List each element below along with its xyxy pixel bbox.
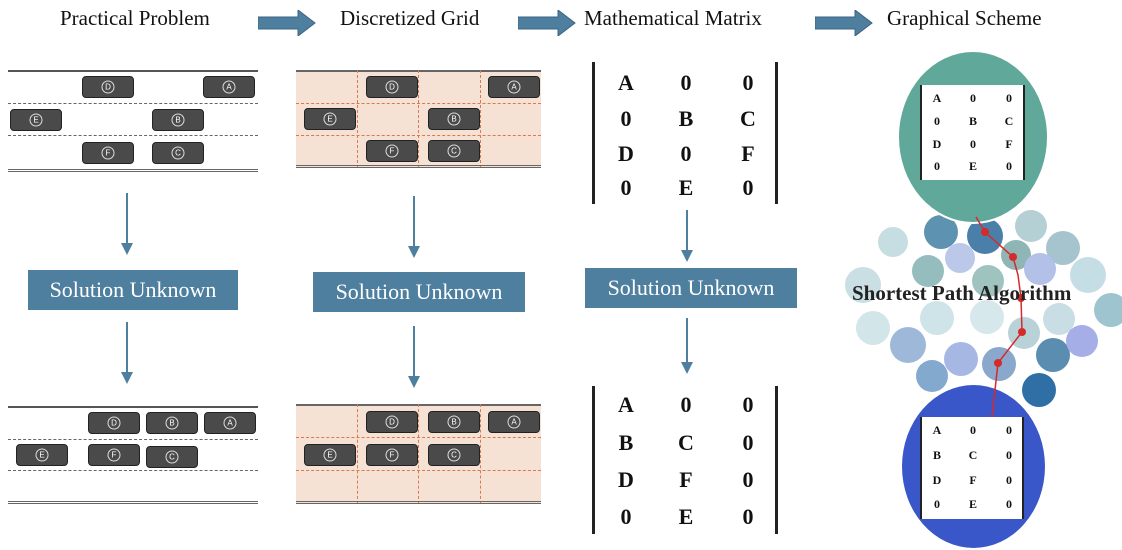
vehicle-e: E	[304, 108, 356, 130]
state-node	[1070, 257, 1106, 293]
solution-unknown-box: Solution Unknown	[313, 272, 525, 312]
practical-road-initial: D A E B F C	[8, 70, 258, 174]
matrix-solved: A 0 0 B C 0 D F 0 0 E 0	[592, 386, 778, 534]
down-arrow-icon	[681, 210, 693, 262]
state-node	[890, 327, 926, 363]
vehicle-a: A	[488, 76, 540, 98]
start-state-matrix: A 0 0 0 B C D 0 F 0 E 0	[920, 85, 1025, 180]
state-node	[1022, 373, 1056, 407]
state-node	[945, 243, 975, 273]
state-node	[970, 300, 1004, 334]
right-arrow-icon	[258, 10, 316, 36]
state-node	[920, 301, 954, 335]
vehicle-d: D	[82, 76, 134, 98]
state-node	[878, 227, 908, 257]
state-node	[856, 311, 890, 345]
state-node	[1066, 325, 1098, 357]
vehicle-b: B	[428, 108, 480, 130]
vehicle-a: A	[488, 411, 540, 433]
vehicle-f: F	[366, 444, 418, 466]
vehicle-b: B	[146, 412, 198, 434]
state-node	[912, 255, 944, 287]
vehicle-b: B	[428, 411, 480, 433]
vehicle-e: E	[304, 444, 356, 466]
state-node	[916, 360, 948, 392]
state-node	[845, 267, 881, 303]
down-arrow-icon	[121, 193, 133, 255]
vehicle-b: B	[152, 109, 204, 131]
vehicle-f: F	[88, 444, 140, 466]
step-mathematical-matrix-title: Mathematical Matrix	[584, 6, 762, 30]
step-practical-problem-title: Practical Problem	[60, 6, 210, 30]
vehicle-c: C	[146, 446, 198, 468]
vehicle-d: D	[88, 412, 140, 434]
solution-unknown-box: Solution Unknown	[585, 268, 797, 308]
right-arrow-icon	[518, 10, 576, 36]
down-arrow-icon	[408, 196, 420, 258]
vehicle-d: D	[366, 76, 418, 98]
step-discretized-grid-title: Discretized Grid	[340, 6, 480, 30]
vehicle-f: F	[366, 140, 418, 162]
right-arrow-icon	[815, 10, 873, 36]
state-node	[1024, 253, 1056, 285]
state-node	[1036, 338, 1070, 372]
vehicle-a: A	[203, 76, 255, 98]
goal-state-matrix: A 0 0 B C 0 D F 0 0 E 0	[920, 417, 1024, 519]
vehicle-e: E	[16, 444, 68, 466]
vehicle-f: F	[82, 142, 134, 164]
vehicle-a: A	[204, 412, 256, 434]
graphical-scheme: A 0 0 0 B C D 0 F 0 E 0 A 0 0 B C 0 D F …	[840, 50, 1122, 550]
discretized-grid-solved: D B A E F C	[296, 404, 541, 504]
vehicle-c: C	[428, 444, 480, 466]
state-node	[1015, 210, 1047, 242]
down-arrow-icon	[681, 318, 693, 374]
shortest-path-line	[975, 216, 1026, 418]
state-node	[972, 265, 1004, 297]
vehicle-c: C	[152, 142, 204, 164]
down-arrow-icon	[408, 326, 420, 388]
down-arrow-icon	[121, 322, 133, 384]
state-node	[944, 342, 978, 376]
solution-unknown-box: Solution Unknown	[28, 270, 238, 310]
practical-road-solved: D B A E F C	[8, 406, 258, 506]
shortest-path-algorithm-label: Shortest Path Algorithm	[852, 281, 1072, 305]
matrix-initial: A 0 0 0 B C D 0 F 0 E 0	[592, 62, 778, 204]
vehicle-e: E	[10, 109, 62, 131]
state-node	[1094, 293, 1122, 327]
vehicle-d: D	[366, 411, 418, 433]
discretized-grid-initial: D A E B F C	[296, 70, 541, 168]
vehicle-c: C	[428, 140, 480, 162]
step-graphical-scheme-title: Graphical Scheme	[887, 6, 1042, 30]
